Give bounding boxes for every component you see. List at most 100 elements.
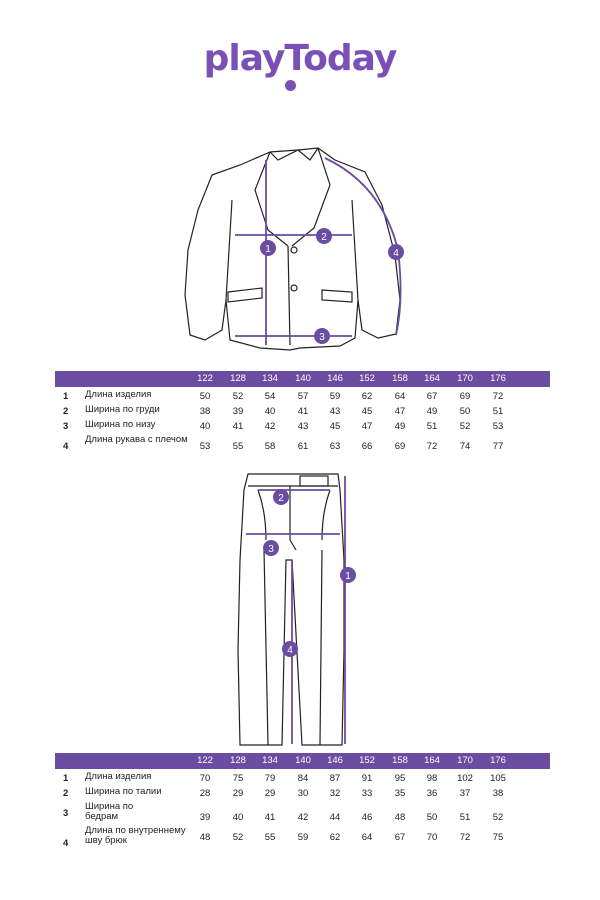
row-label: Длина изделия (85, 389, 152, 400)
jacket-marker-3: 3 (319, 332, 325, 343)
cell: 50 (199, 391, 211, 402)
cell: 36 (426, 788, 438, 799)
size-header: 170 (457, 755, 473, 766)
trousers-marker-1: 1 (345, 571, 351, 582)
size-header: 140 (295, 755, 311, 766)
row-number: 1 (63, 391, 69, 402)
cell: 51 (459, 812, 471, 823)
cell: 69 (459, 391, 471, 402)
size-header: 176 (490, 373, 506, 384)
cell: 32 (329, 788, 341, 799)
table-row: 1 Длина изделия 50 52 54 57 59 62 64 67 … (55, 389, 550, 404)
jacket-illustration: 1 2 3 4 (184, 147, 404, 351)
size-header: 128 (230, 755, 246, 766)
size-header: 128 (230, 373, 246, 384)
row-label: Длина изделия (85, 771, 152, 782)
jacket-marker-1: 1 (265, 244, 271, 255)
cell: 49 (426, 406, 438, 417)
cell: 64 (394, 391, 406, 402)
size-header: 164 (424, 373, 440, 384)
size-header: 158 (392, 373, 408, 384)
cell: 55 (264, 832, 276, 843)
size-header: 158 (392, 755, 408, 766)
cell: 58 (264, 441, 276, 452)
cell: 45 (329, 421, 341, 432)
size-header: 122 (197, 373, 213, 384)
logo-dot (285, 80, 296, 91)
row-label: Ширина по груди (85, 404, 160, 415)
cell: 42 (297, 812, 309, 823)
cell: 70 (199, 773, 211, 784)
size-header: 152 (359, 373, 375, 384)
table-row: 4 Длина рукава с плечом 53 55 58 61 63 6… (55, 434, 550, 458)
cell: 75 (492, 832, 504, 843)
row-number: 4 (63, 838, 69, 849)
cell: 95 (394, 773, 406, 784)
cell: 33 (361, 788, 373, 799)
trousers-marker-4: 4 (287, 645, 293, 656)
size-header: 134 (262, 373, 278, 384)
size-header: 164 (424, 755, 440, 766)
cell: 91 (361, 773, 373, 784)
cell: 49 (394, 421, 406, 432)
cell: 48 (199, 832, 211, 843)
cell: 69 (394, 441, 406, 452)
cell: 102 (457, 773, 473, 784)
cell: 39 (199, 812, 211, 823)
row-label: Ширина по бедрам (85, 801, 134, 822)
cell: 52 (459, 421, 471, 432)
cell: 39 (232, 406, 244, 417)
table-row: 2 Ширина по талии 28 29 29 30 32 33 35 3… (55, 786, 550, 801)
cell: 75 (232, 773, 244, 784)
table-row: 4 Длина по внутреннему шву брюк 48 52 55… (55, 825, 550, 861)
cell: 59 (329, 391, 341, 402)
cell: 59 (297, 832, 309, 843)
cell: 51 (426, 421, 438, 432)
cell: 47 (361, 421, 373, 432)
size-header: 152 (359, 755, 375, 766)
cell: 55 (232, 441, 244, 452)
cell: 41 (264, 812, 276, 823)
table-row: 3 Ширина по низу 40 41 42 43 45 47 49 51… (55, 419, 550, 434)
cell: 67 (426, 391, 438, 402)
cell: 63 (329, 441, 341, 452)
cell: 61 (297, 441, 309, 452)
row-number: 4 (63, 441, 69, 452)
jacket-marker-4: 4 (393, 248, 399, 259)
cell: 79 (264, 773, 276, 784)
jacket-size-header: 122 128 134 140 146 152 158 164 170 176 (55, 371, 550, 387)
cell: 37 (459, 788, 471, 799)
cell: 66 (361, 441, 373, 452)
cell: 72 (459, 832, 471, 843)
cell: 52 (232, 832, 244, 843)
cell: 77 (492, 441, 504, 452)
row-label: Длина по внутреннему шву брюк (85, 825, 186, 846)
cell: 84 (297, 773, 309, 784)
jacket-marker-2: 2 (321, 232, 327, 243)
size-header: 122 (197, 755, 213, 766)
cell: 29 (232, 788, 244, 799)
table-row: 3 Ширина по бедрам 39 40 41 42 44 46 48 … (55, 801, 550, 825)
cell: 53 (492, 421, 504, 432)
cell: 38 (492, 788, 504, 799)
size-header: 146 (327, 755, 343, 766)
cell: 40 (232, 812, 244, 823)
cell: 98 (426, 773, 438, 784)
row-number: 3 (63, 421, 69, 432)
row-number: 1 (63, 773, 69, 784)
size-header: 176 (490, 755, 506, 766)
cell: 105 (490, 773, 506, 784)
cell: 72 (426, 441, 438, 452)
row-number: 3 (63, 808, 69, 819)
cell: 87 (329, 773, 341, 784)
trousers-size-header: 122 128 134 140 146 152 158 164 170 176 (55, 753, 550, 769)
row-number: 2 (63, 406, 69, 417)
cell: 40 (199, 421, 211, 432)
cell: 44 (329, 812, 341, 823)
size-header: 170 (457, 373, 473, 384)
cell: 52 (232, 391, 244, 402)
cell: 43 (297, 421, 309, 432)
cell: 64 (361, 832, 373, 843)
size-header: 146 (327, 373, 343, 384)
cell: 40 (264, 406, 276, 417)
